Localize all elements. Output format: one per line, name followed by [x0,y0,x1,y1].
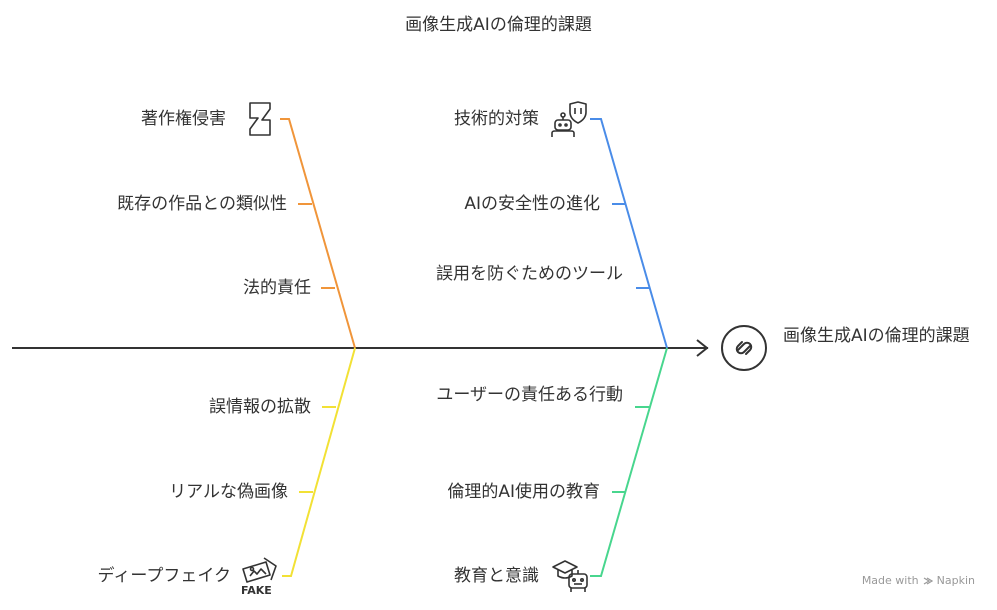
cause-label-copyright: 著作権侵害 [141,109,226,129]
cause-label-user-responsibility: ユーザーの責任ある行動 [436,385,623,405]
effect-label: 画像生成AIの倫理的課題 [783,326,970,346]
cause-label-fake-image: リアルな偽画像 [169,482,288,502]
cause-label-tools: 誤用を防ぐためのツール [436,264,623,284]
graduate-robot-icon [552,560,588,592]
fake-icon-text: FAKE [241,584,272,597]
spine-arrowhead [696,339,709,357]
cause-label-tech: 技術的対策 [454,109,539,129]
cause-label-legal: 法的責任 [243,278,311,298]
robot-shield-icon [551,101,587,137]
cause-label-ethics-education: 倫理的AI使用の教育 [447,482,600,502]
cause-label-awareness: 教育と意識 [454,566,539,586]
branch-top-left-line [280,118,356,349]
branch-bottom-left-line [282,347,356,577]
cause-label-similarity: 既存の作品との類似性 [117,194,287,214]
branch-bottom-right-line [590,347,668,577]
cause-label-deepfake: ディープフェイク [97,566,231,586]
fake-image-icon: FAKE [241,557,277,597]
deviantart-like-icon [249,102,271,136]
diagram-title: 画像生成AIの倫理的課題 [405,15,592,35]
brand-badge: Made with Napkin [862,574,975,587]
cause-label-misinfo: 誤情報の拡散 [209,397,311,417]
branch-top-right-line [590,118,668,349]
brand-text: Made with [861,574,919,587]
brand-name: Napkin [936,574,975,587]
link-icon [721,325,767,371]
napkin-logo-icon [923,576,933,585]
cause-label-ai-safety: AIの安全性の進化 [464,194,600,214]
